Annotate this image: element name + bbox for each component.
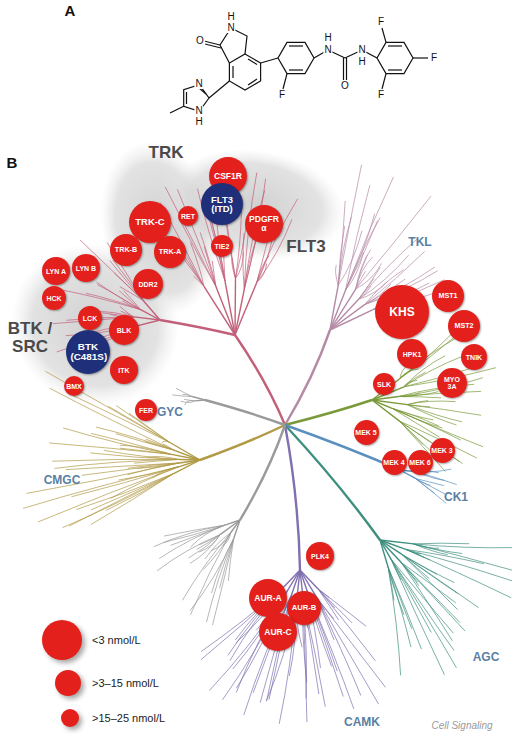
kinase-name: TIE2 bbox=[215, 243, 230, 250]
kinase-name: MEK 4 bbox=[383, 459, 404, 466]
kinase-name: MEK 6 bbox=[409, 459, 430, 466]
atom-label: F bbox=[377, 90, 385, 100]
kinase-circle: FER bbox=[135, 399, 157, 421]
kinase-name: PLK4 bbox=[311, 553, 329, 560]
kinase-circle: TNIK bbox=[461, 344, 487, 370]
kinase-circle: LYN A bbox=[42, 257, 70, 285]
kinase-circle: KHS bbox=[375, 285, 429, 339]
kinase-name: DDR2 bbox=[138, 281, 157, 288]
kinase-circle: RET bbox=[178, 206, 198, 226]
kinase-circle: MEK 4 bbox=[382, 450, 407, 475]
kinase-name: LYN A bbox=[46, 268, 66, 275]
legend-text: >3–15 nmol/L bbox=[92, 677, 159, 689]
kinase-circle: BMX bbox=[64, 376, 84, 396]
atom-label: O bbox=[340, 81, 350, 91]
atom-label: F bbox=[278, 90, 286, 100]
atom-label: N bbox=[194, 106, 203, 116]
panel-letter: B bbox=[7, 155, 18, 170]
family-label: AGC bbox=[473, 651, 500, 663]
tree-branches bbox=[23, 165, 512, 724]
kinase-circle: HPK1 bbox=[397, 339, 427, 369]
kinase-circle: BLK bbox=[109, 315, 139, 345]
atom-label: H bbox=[226, 12, 235, 22]
kinase-circle: FLT3 (ITD) bbox=[201, 183, 243, 225]
group-label: BTK / SRC bbox=[7, 320, 53, 356]
kinase-name: BTK (C481S) bbox=[70, 342, 105, 362]
kinase-name: AUR-B bbox=[292, 604, 317, 612]
family-label: CAMK bbox=[344, 716, 380, 728]
kinase-name: MEK 5 bbox=[355, 429, 376, 436]
kinase-circle: HCK bbox=[42, 286, 66, 310]
kinase-name: MYO 3A bbox=[440, 376, 464, 390]
kinase-name: TRK-A bbox=[159, 248, 181, 255]
kinase-name: PDGFR α bbox=[249, 215, 279, 232]
kinase-name: LYN B bbox=[76, 265, 96, 272]
group-label: FLT3 bbox=[286, 238, 325, 255]
kinase-name: TRK-C bbox=[135, 217, 164, 226]
family-label: TKL bbox=[408, 236, 431, 248]
kinase-circle: BTK (C481S) bbox=[66, 330, 110, 374]
atom-label: N bbox=[226, 23, 235, 33]
watermark: Cell Signaling bbox=[431, 721, 492, 731]
atom-label: H bbox=[357, 57, 366, 67]
kinase-name: ITK bbox=[118, 367, 129, 374]
panel-letter: A bbox=[65, 3, 76, 18]
kinase-name: AUR-C bbox=[264, 628, 292, 637]
chemical-structure bbox=[0, 0, 520, 135]
atom-label: N bbox=[194, 79, 203, 89]
kinase-name: SLK bbox=[377, 381, 391, 388]
kinase-name: FLT3 (ITD) bbox=[205, 195, 239, 214]
kinase-name: TRK-B bbox=[115, 246, 137, 253]
kinase-circle: MST2 bbox=[448, 310, 480, 342]
kinase-name: BMX bbox=[66, 383, 82, 390]
kinase-circle: TRK-A bbox=[154, 236, 186, 268]
family-label: CK1 bbox=[444, 491, 468, 503]
atom-label: H bbox=[194, 117, 203, 127]
kinase-name: MEK 3 bbox=[431, 447, 452, 454]
kinase-circle: PLK4 bbox=[306, 542, 334, 570]
kinase-name: HCK bbox=[46, 295, 61, 302]
kinase-circle: ITK bbox=[110, 356, 138, 384]
atom-label: O bbox=[195, 36, 205, 46]
family-label: CMGC bbox=[44, 474, 81, 486]
group-label: TRK bbox=[149, 144, 184, 161]
kinase-name: LCK bbox=[83, 315, 97, 322]
legend-swatch bbox=[42, 620, 82, 660]
kinase-name: CSF1R bbox=[214, 172, 242, 181]
kinase-circle: MEK 6 bbox=[408, 450, 433, 475]
kinase-circle: DDR2 bbox=[133, 269, 163, 299]
atom-label: H bbox=[323, 33, 332, 43]
family-label: GYC bbox=[157, 406, 183, 418]
kinase-circle: AUR-A bbox=[249, 579, 287, 617]
atom-label: N bbox=[357, 45, 366, 55]
kinase-name: TNIK bbox=[466, 354, 482, 361]
kinase-name: KHS bbox=[389, 306, 414, 318]
kinase-name: BLK bbox=[117, 327, 131, 334]
kinase-circle: LCK bbox=[78, 306, 102, 330]
group-halo bbox=[0, 130, 352, 437]
legend-swatch bbox=[61, 709, 79, 727]
kinase-name: AUR-A bbox=[254, 594, 282, 603]
legend-swatch bbox=[55, 670, 81, 696]
kinase-circle: PDGFR α bbox=[245, 205, 283, 243]
legend-text: >15–25 nmol/L bbox=[92, 712, 165, 724]
kinase-name: RET bbox=[181, 213, 195, 220]
kinase-circle: SLK bbox=[373, 373, 395, 395]
kinase-circle: MEK 5 bbox=[354, 420, 379, 445]
kinase-circle: AUR-C bbox=[259, 613, 297, 651]
kinase-circle: TRK-B bbox=[110, 234, 142, 266]
atom-label: F bbox=[377, 17, 385, 27]
kinase-name: MST1 bbox=[438, 292, 457, 299]
atom-label: F bbox=[430, 53, 438, 63]
kinase-circle: MYO 3A bbox=[437, 368, 467, 398]
kinase-circle: TIE2 bbox=[211, 235, 233, 257]
kinase-circle: MEK 3 bbox=[430, 438, 455, 463]
atom-label: N bbox=[323, 45, 332, 55]
kinase-circle: LYN B bbox=[72, 254, 100, 282]
kinase-name: MST2 bbox=[454, 322, 473, 329]
kinase-name: HPK1 bbox=[403, 351, 422, 358]
kinase-name: FER bbox=[139, 407, 153, 414]
legend-text: <3 nmol/L bbox=[92, 634, 141, 646]
kinase-circle: MST1 bbox=[432, 280, 464, 312]
